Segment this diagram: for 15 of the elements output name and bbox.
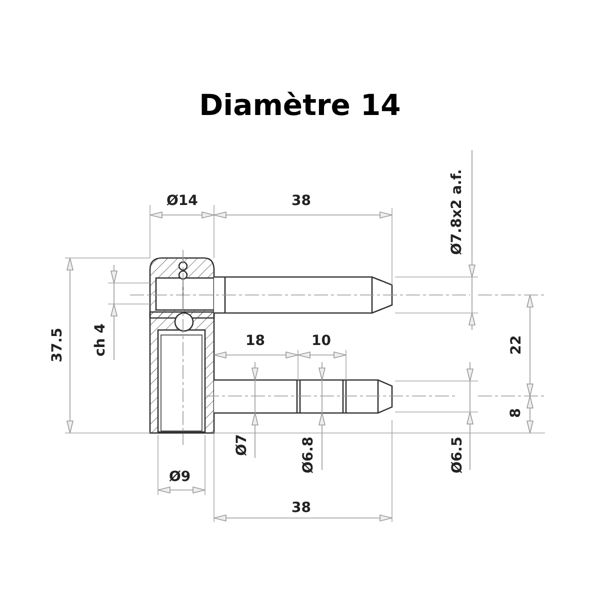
dimension-label: 38 — [292, 501, 311, 515]
dimension-label: 18 — [246, 334, 265, 348]
dimension-label: Ø7 — [234, 434, 249, 456]
title: Diamètre 14 — [198, 88, 402, 122]
dimension-label: 38 — [292, 194, 311, 208]
dimension-label: Ø14 — [166, 194, 198, 208]
dimension-label: Ø6.8 — [300, 436, 315, 474]
dimension-label: Ø6.5 — [450, 436, 464, 474]
dimension-label: 8 — [508, 408, 523, 418]
dimension-label: 22 — [509, 335, 524, 355]
dimension-label: 10 — [312, 334, 331, 348]
dimension-label: Ø9 — [169, 470, 191, 484]
dimension-label: ch 4 — [92, 324, 107, 356]
dimension-label: 37.5 — [50, 328, 64, 362]
dimension-label: Ø7.8x2 a.f. — [450, 169, 464, 255]
